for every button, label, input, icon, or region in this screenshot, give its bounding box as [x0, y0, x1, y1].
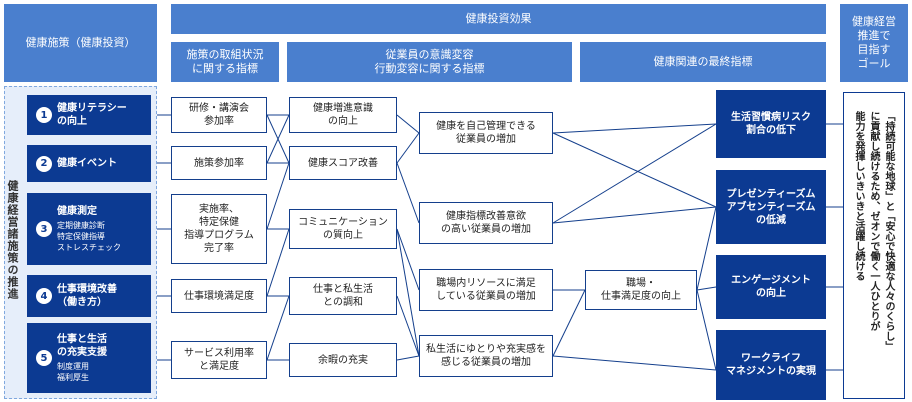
- indicator-communication: コミュニケーション の質向上: [289, 209, 397, 249]
- final-work-life-management: ワークライフ マネジメントの実現: [716, 330, 826, 400]
- policy-title: 仕事と生活 の充実支援: [57, 334, 107, 358]
- goal-box: 「持続可能な地球」と「安心で快適な人々のくらし」 に貢献し続けるため、ゼオンで働…: [843, 92, 905, 399]
- indicator-job-satisfaction: 職場・ 仕事満足度の向上: [585, 270, 697, 310]
- policy-title: 健康リテラシー の向上: [57, 103, 127, 127]
- final-engagement: エンゲージメント の向上: [716, 255, 826, 319]
- policy-title: 健康イベント: [57, 158, 117, 169]
- indicator-leisure: 余暇の充実: [289, 343, 397, 377]
- policy-item-2[interactable]: 2 健康イベント: [27, 145, 151, 182]
- policy-item-5[interactable]: 5 仕事と生活 の充実支援 制度運用 福利厚生: [27, 323, 151, 393]
- indicator-training-rate: 研修・講演会 参加率: [171, 97, 267, 133]
- header-policy: 健康施策（健康投資）: [4, 4, 157, 82]
- indicator-work-env-satisfaction: 仕事環境満足度: [171, 279, 267, 313]
- header-col1: 施策の取組状況 に関する指標: [171, 42, 279, 82]
- indicator-work-life-harmony: 仕事と私生活 との調和: [289, 277, 397, 315]
- indicator-improvement-motivation: 健康指標改善意欲 の高い従業員の増加: [419, 202, 553, 244]
- indicator-health-score: 健康スコア改善: [289, 146, 397, 180]
- indicator-service-usage: サービス利用率 と満足度: [171, 341, 267, 379]
- header-goal: 健康経営 推進で 目指す ゴール: [840, 4, 908, 82]
- indicator-private-life: 私生活にゆとりや充実感を 感じる従業員の増加: [419, 335, 553, 377]
- policy-number: 1: [36, 107, 52, 123]
- policy-number: 3: [36, 221, 52, 237]
- header-effect: 健康投資効果: [171, 4, 826, 34]
- policy-item-1[interactable]: 1 健康リテラシー の向上: [27, 95, 151, 135]
- indicator-health-awareness: 健康増進意識 の向上: [289, 97, 397, 133]
- goal-text: 「持続可能な地球」と「安心で快適な人々のくらし」 に貢献し続けるため、ゼオンで働…: [853, 111, 894, 351]
- policy-sub: 制度運用 福利厚生: [57, 362, 89, 382]
- policy-number: 5: [36, 350, 52, 366]
- policy-sub: 定期健康診断 特定保健指導 ストレスチェック: [57, 221, 121, 252]
- indicator-self-management: 健康を自己管理できる 従業員の増加: [419, 112, 553, 154]
- policy-item-3[interactable]: 3 健康測定 定期健康診断 特定保健指導 ストレスチェック: [27, 193, 151, 265]
- policy-title: 仕事環境改善 （働き方）: [57, 284, 117, 308]
- policy-number: 2: [36, 155, 52, 172]
- indicator-implementation-rate: 実施率、 特定保健 指導プログラム 完了率: [171, 194, 267, 264]
- policy-panel-label: 健康経営諸施策の推進: [6, 180, 19, 300]
- indicator-workplace-resources: 職場内リソースに満足 している従業員の増加: [419, 269, 553, 311]
- policy-number: 4: [36, 288, 52, 304]
- header-col2: 従業員の意識変容 行動変容に関する指標: [287, 42, 572, 82]
- header-col3: 健康関連の最終指標: [580, 42, 826, 82]
- policy-title: 健康測定: [57, 206, 97, 217]
- final-presenteeism: プレゼンティーズム アブセンティーズム の低減: [716, 170, 826, 244]
- policy-item-4[interactable]: 4 仕事環境改善 （働き方）: [27, 275, 151, 317]
- indicator-participation-rate: 施策参加率: [171, 146, 267, 180]
- final-lifestyle-disease-risk: 生活習慣病リスク 割合の低下: [716, 90, 826, 158]
